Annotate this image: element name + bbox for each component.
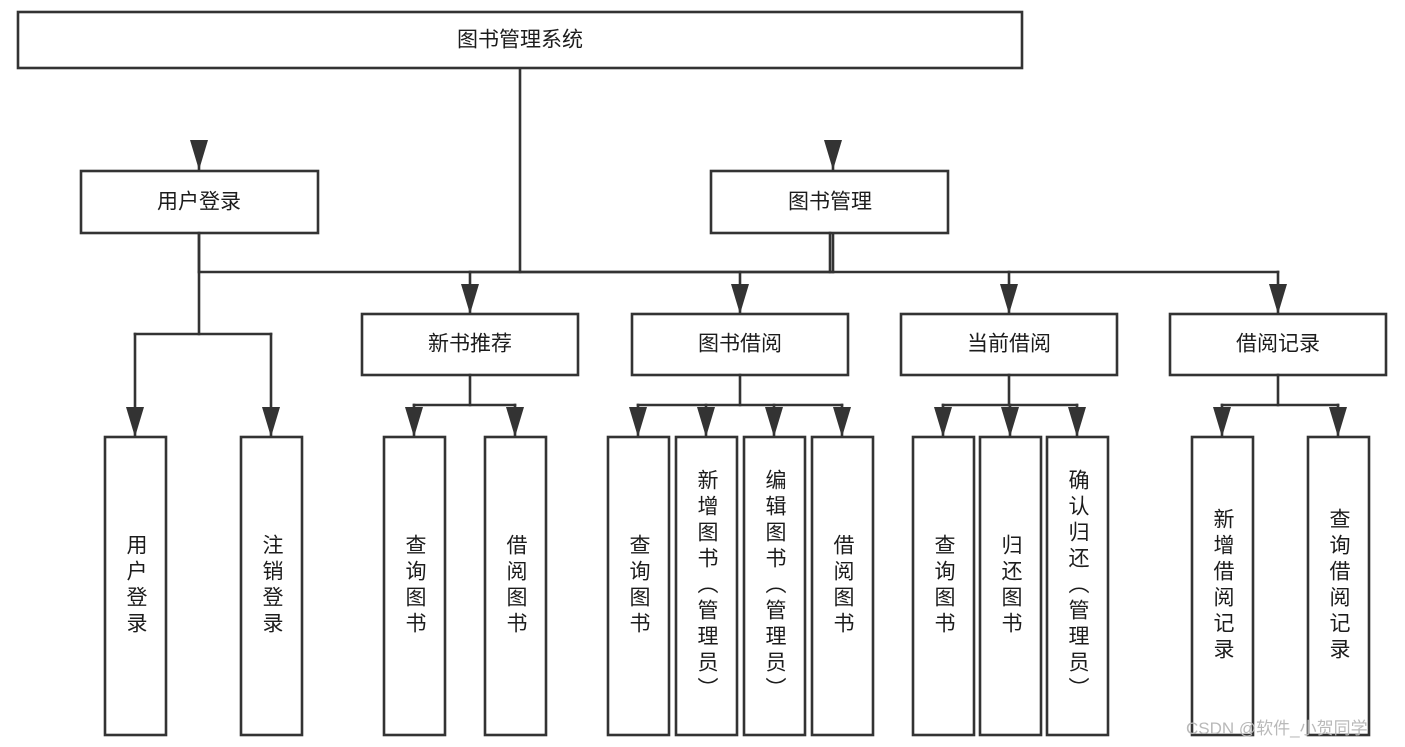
arrow-head-new-book (461, 284, 479, 314)
node-root-system[interactable] (16, 10, 1024, 70)
leaf-box-current-borrow-3[interactable] (1045, 435, 1110, 737)
edges-user-login-to-leaves (126, 231, 280, 439)
node-borrow-records[interactable] (1168, 312, 1388, 377)
node-root-system-label: 图书管理系统 (457, 29, 583, 52)
arrow-head-bb-l1 (629, 407, 647, 437)
arrow-head-br-l1 (1213, 407, 1231, 437)
arrow-head-book-mgmt (824, 140, 842, 170)
arrow-head-cb-l1 (934, 407, 952, 437)
node-book-borrow-label: 图书借阅 (698, 333, 782, 356)
arrow-head-nb-l1 (405, 407, 423, 437)
edges-book-borrow-to-leaves (629, 373, 851, 439)
arrow-head-user-login (190, 140, 208, 170)
leaf-box-current-borrow-1[interactable] (911, 435, 976, 737)
node-new-book-recommend-label: 新书推荐 (428, 333, 512, 356)
leaf-box-book-borrow-3[interactable] (742, 435, 807, 737)
arrow-head-current-borrow (1000, 284, 1018, 314)
node-book-borrow[interactable] (630, 312, 850, 377)
arrow-head-bb-l3 (765, 407, 783, 437)
leaf-box-user-login-1[interactable] (103, 435, 168, 737)
arrow-head-br-l2 (1329, 407, 1347, 437)
arrow-head-bb-l4 (833, 407, 851, 437)
leaf-box-new-book-1[interactable] (382, 435, 447, 737)
node-new-book-recommend[interactable] (360, 312, 580, 377)
arrow-head-nb-l2 (506, 407, 524, 437)
arrow-head-cb-l3 (1068, 407, 1086, 437)
node-book-management-label: 图书管理 (788, 191, 872, 214)
leaf-box-current-borrow-2[interactable] (978, 435, 1043, 737)
edges-new-book-to-leaves (405, 373, 524, 439)
node-borrow-records-label: 借阅记录 (1236, 333, 1320, 356)
leaf-box-book-borrow-1[interactable] (606, 435, 671, 737)
arrow-head-ul-leaf1 (126, 407, 144, 437)
edges-borrow-records-to-leaves (1213, 373, 1347, 439)
leaf-box-book-borrow-4[interactable] (810, 435, 875, 737)
edges-book-mgmt-to-level3 (461, 231, 1287, 316)
csdn-watermark: CSDN @软件_小贺同学 (1186, 719, 1368, 738)
leaf-box-borrow-records-2[interactable] (1306, 435, 1371, 737)
node-book-management[interactable] (709, 169, 950, 235)
arrow-head-cb-l2 (1001, 407, 1019, 437)
leaf-box-book-borrow-2[interactable] (674, 435, 739, 737)
leaf-box-borrow-records-1[interactable] (1190, 435, 1255, 737)
arrow-head-book-borrow (731, 284, 749, 314)
node-current-borrow-label: 当前借阅 (967, 333, 1051, 356)
edges-current-borrow-to-leaves (934, 373, 1086, 439)
node-current-borrow[interactable] (899, 312, 1119, 377)
arrow-head-borrow-records (1269, 284, 1287, 314)
leaf-box-new-book-2[interactable] (483, 435, 548, 737)
arrow-head-ul-leaf2 (262, 407, 280, 437)
leaf-box-user-login-2[interactable] (239, 435, 304, 737)
node-user-login-label: 用户登录 (157, 191, 241, 214)
arrow-head-bb-l2 (697, 407, 715, 437)
